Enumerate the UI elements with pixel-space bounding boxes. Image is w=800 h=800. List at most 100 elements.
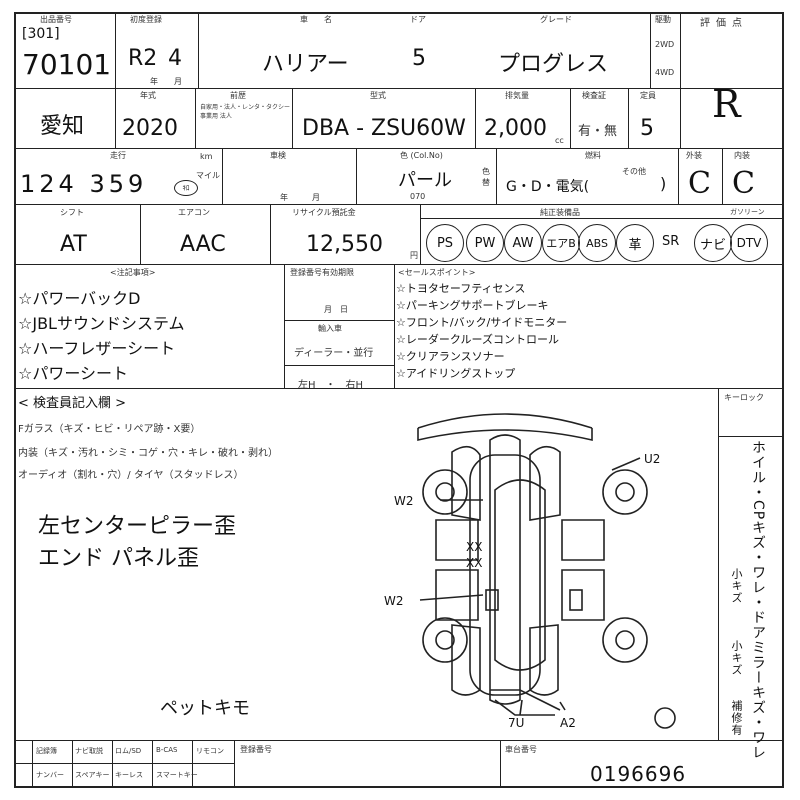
diagram-mark-w2-lower: W2 [384, 594, 404, 608]
equip-dtv: DTV [730, 224, 768, 262]
side-small: 小キズ [730, 568, 743, 604]
side-text: ホイル・CPキズ・ワレ・ドアミラーキズ・ワレ [750, 440, 766, 761]
fuel-other: その他 [622, 167, 646, 176]
mileage-sub: マイル [196, 171, 220, 180]
color-code: 070 [410, 192, 426, 201]
side-fix: 補修有 [730, 700, 743, 736]
recycle-value: 12,550 [306, 232, 383, 257]
model-name: ハリアー [262, 52, 349, 77]
equip-sr: SR [662, 234, 680, 249]
score-label: 評価点 [700, 18, 748, 29]
recycle-unit: 円 [410, 251, 418, 260]
lot-label: 出品番号 [40, 15, 72, 24]
sales-points: ☆トヨタセーフティセンス ☆パーキングサポートブレーキ ☆フロント/バック/サイ… [396, 280, 567, 382]
first-reg-sub: 年 月 [150, 77, 182, 86]
sales-item: ☆パーキングサポートブレーキ [396, 299, 549, 312]
grade-value: プログレス [498, 52, 609, 77]
exterior-label: 外装 [686, 151, 702, 160]
equip-abs: ABS [578, 224, 616, 262]
color-change: 色替 [482, 167, 490, 187]
handwritten-pet: ペットキモ [160, 698, 250, 719]
sales-label: <セールスポイント> [398, 268, 476, 277]
diagram-mark-7u: 7U [508, 716, 525, 730]
sales-item: ☆レーダークルーズコントロール [396, 333, 559, 346]
footer-item-number: ナンバー [36, 771, 64, 779]
inspector-line-1: Fガラス（キズ・ヒビ・リペア跡・X要） [18, 424, 201, 435]
model-label: 車 名 [300, 15, 332, 24]
keyless-label: キーロック [724, 393, 764, 402]
mileage-unit-circle: ｷﾛ [174, 180, 198, 196]
prev-use-label: 前歴 [230, 91, 246, 100]
inspector-line-3: オーディオ（割れ・穴）/ タイヤ（スタッドレス） [18, 470, 244, 481]
footer-item-navi-manual: ナビ取説 [75, 747, 103, 755]
shaken-label: 車検 [270, 151, 286, 160]
inspection-value: 有・無 [578, 124, 618, 139]
drive-4wd: 4WD [655, 68, 675, 77]
capacity-label: 定員 [640, 91, 656, 100]
year-label: 年式 [140, 91, 156, 100]
footer-item-rom-sd: ロム/SD [115, 747, 142, 755]
type-label: 型式 [370, 91, 386, 100]
footer-item-remote: リモコン [196, 747, 224, 755]
shift-value: AT [60, 232, 87, 257]
sales-item: ☆アイドリングストップ [396, 367, 516, 380]
gasoline-label: ガソリーン [730, 208, 765, 216]
handwritten-note-2: エンド パネル歪 [38, 546, 199, 571]
mileage-label: 走行 [110, 151, 126, 160]
footer-item-records: 記録簿 [36, 747, 57, 755]
diagram-mark-xx-2: XX [466, 556, 483, 570]
drive-label: 駆動 [655, 15, 671, 24]
fuel-close: ) [660, 174, 667, 193]
feature-item: ☆JBLサウンドシステム [18, 314, 185, 333]
import-label: 輸入車 [318, 324, 342, 333]
displacement-label: 排気量 [505, 91, 529, 100]
year-value: 2020 [122, 116, 178, 141]
inspection-label: 検査証 [582, 91, 606, 100]
drive-2wd: 2WD [655, 40, 675, 49]
interior-grade: C [732, 166, 755, 201]
displacement-value: 2,000 [484, 116, 547, 141]
score-value: R [712, 82, 741, 126]
interior-label: 内装 [734, 151, 750, 160]
ac-label: エアコン [178, 208, 210, 217]
equip-pw: PW [466, 224, 504, 262]
footer-item-keyless: キーレス [115, 771, 143, 779]
mileage-unit: km [200, 152, 213, 161]
footer-item-spare-key: スペアキー [75, 771, 110, 779]
steering: 左H ・ 右H [298, 380, 364, 391]
displacement-unit: cc [555, 136, 564, 145]
recycle-label: リサイクル預託金 [292, 208, 356, 217]
ac-value: AAC [180, 232, 226, 257]
diagram-mark-u2: U2 [644, 452, 661, 466]
fuel-label: 燃料 [585, 151, 601, 160]
prev-use-sub: 自家用・法人・レンタ・タクシー 事業用 法人 [200, 104, 291, 120]
color-value: パール [398, 170, 452, 191]
feature-item: ☆パワーバックD [18, 289, 141, 308]
feature-item: ☆パワーシート [18, 364, 129, 383]
notes-label: <注記事項> [110, 268, 156, 277]
diagram-mark-w2-upper: W2 [394, 494, 414, 508]
shaken-sub: 年 月 [280, 193, 320, 202]
exterior-grade: C [688, 166, 711, 201]
owner-sub: 月 日 [324, 305, 348, 314]
inspector-title: < 検査員記入欄 > [18, 396, 127, 411]
first-reg-month: 4 [168, 46, 182, 71]
handwritten-note-1: 左センターピラー歪 [38, 514, 237, 539]
lot-number: 70101 [22, 48, 112, 81]
capacity-value: 5 [640, 116, 654, 141]
chassis-label: 車台番号 [505, 745, 537, 754]
import-value: ディーラー・並行 [294, 348, 374, 359]
sales-item: ☆フロント/バック/サイドモニター [396, 316, 568, 329]
fuel-value: G・D・電気( [506, 179, 590, 195]
owner-label: 登録番号有効期限 [290, 268, 354, 277]
reg-label: 登録番号 [240, 745, 272, 754]
equipment-label: 純正装備品 [540, 208, 580, 217]
equip-aw: AW [504, 224, 542, 262]
diagram-mark-a2: A2 [560, 716, 576, 730]
diagram-mark-xx-1: XX [466, 540, 483, 554]
doors-label: ドア [410, 15, 426, 24]
equip-leather: 革 [616, 224, 654, 262]
inspector-line-2: 内装（キズ・汚れ・シミ・コゲ・穴・キレ・破れ・剥れ） [18, 448, 278, 459]
model-code: DBA - ZSU60W [302, 116, 466, 141]
